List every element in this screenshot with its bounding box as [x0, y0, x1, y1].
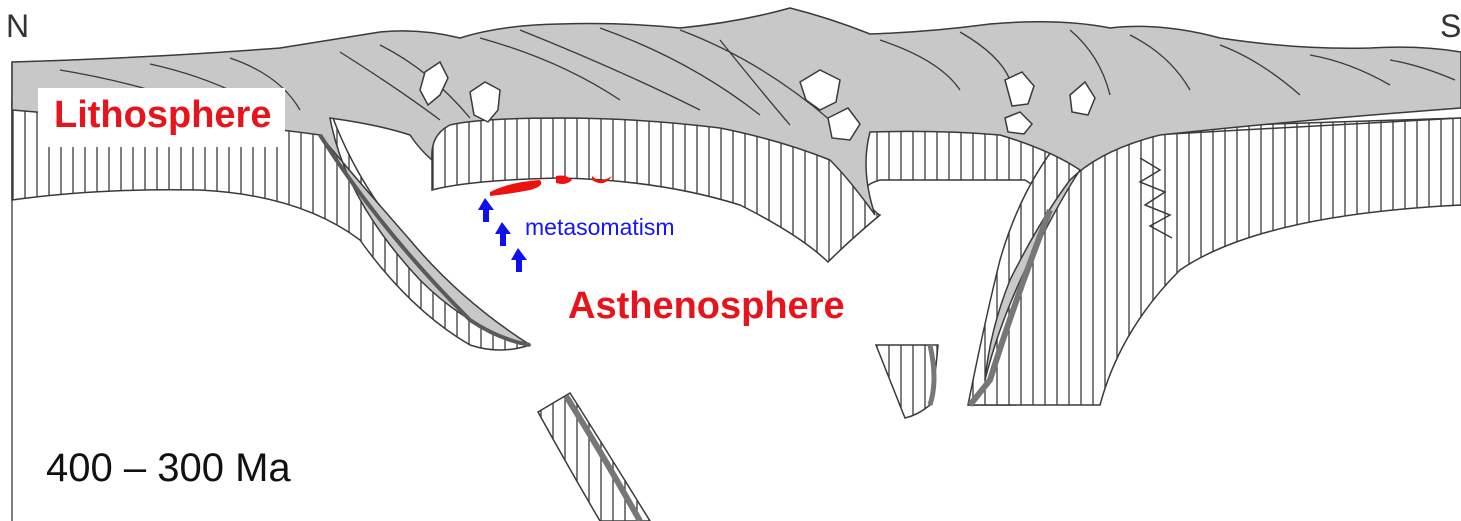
north-label: N [6, 8, 29, 45]
detached-slab-center [876, 345, 938, 418]
upward-arrow [495, 222, 511, 246]
asthenosphere-label: Asthenosphere [568, 285, 845, 328]
metasomatism-arrows [478, 198, 527, 272]
south-label: S [1440, 8, 1461, 45]
upward-arrow [511, 248, 527, 272]
detached-slab-lower [538, 393, 650, 521]
upward-arrow [478, 198, 494, 222]
lithosphere-label: Lithosphere [38, 88, 285, 147]
melt-lens [490, 180, 541, 196]
metasomatism-label: metasomatism [525, 214, 675, 241]
age-label: 400 – 300 Ma [46, 446, 291, 491]
